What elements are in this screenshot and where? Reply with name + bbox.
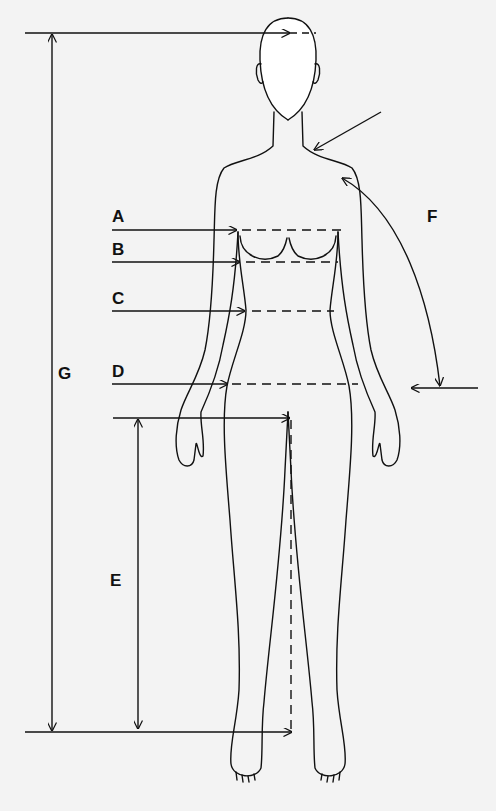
measurement-letter: D: [112, 363, 124, 380]
measurement-letter: A: [112, 208, 124, 225]
measurement-letter: C: [112, 290, 124, 307]
measurement-letter: E: [110, 572, 121, 589]
measurement-letter: F: [427, 208, 437, 225]
measurement-letter: B: [112, 241, 124, 258]
measurement-letter: G: [58, 365, 71, 382]
